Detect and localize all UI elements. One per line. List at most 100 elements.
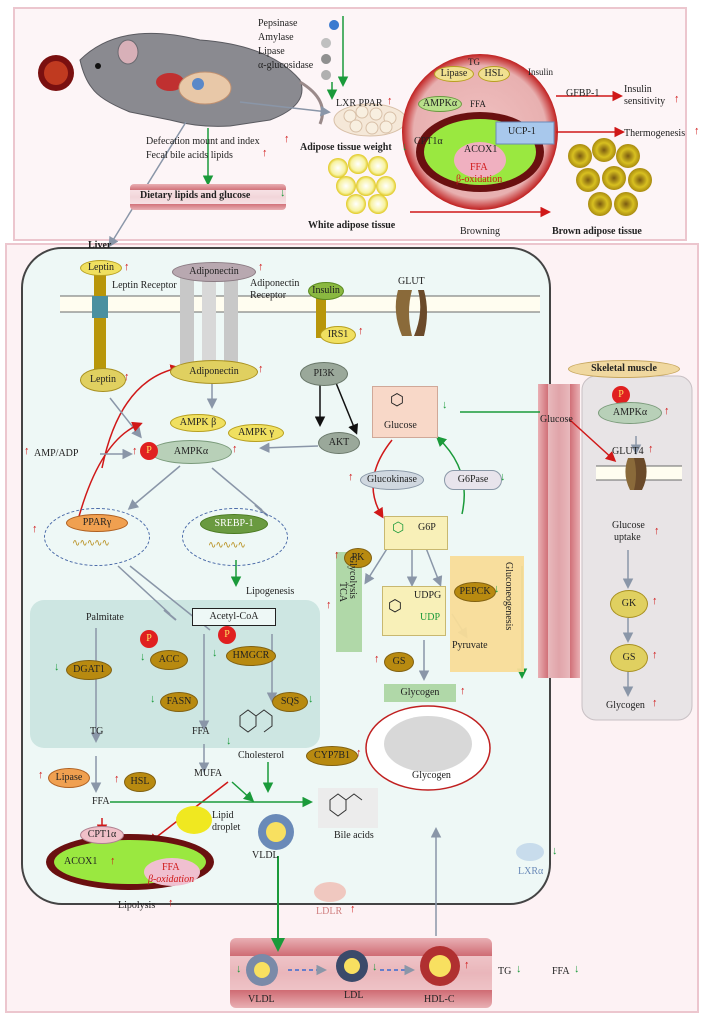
tg-down-arrow: ↓ — [516, 963, 522, 975]
pk-up-arrow: ↑ — [334, 549, 340, 561]
ppar: PPARγ — [66, 514, 128, 532]
hmgcr-phospho: P — [218, 626, 236, 644]
cholesterol: Cholesterol — [238, 750, 285, 761]
enzyme-icons — [321, 20, 340, 80]
tca-label: TCA — [337, 582, 348, 602]
bile-acids: Bile acids — [334, 830, 374, 841]
brown-adipose-cells — [568, 138, 652, 216]
dietary-label: Dietary lipids and glucose — [140, 190, 251, 201]
glycolysis-up-arrow: ↑ — [326, 599, 332, 611]
akt: AKT — [318, 432, 360, 454]
lxr-ppar-label: LXR PPAR — [336, 98, 383, 109]
glut4: GLUT4 — [612, 446, 644, 457]
top-lipase: Lipase — [434, 66, 474, 82]
liver-cpt: CPT1α — [80, 826, 124, 844]
blood-hdl: HDL-C — [424, 994, 455, 1005]
glucokinase-up-arrow: ↑ — [348, 471, 354, 483]
srebp-dashed-ellipse — [182, 508, 288, 566]
lipid-droplet-2: droplet — [212, 822, 241, 833]
muscle-gs-up-arrow: ↑ — [652, 649, 658, 661]
top-hsl: HSL — [478, 66, 510, 82]
udpg: UDPG — [414, 590, 442, 601]
vldl-down-arrow: ↓ — [236, 963, 242, 975]
ffa-down-arrow: ↓ — [226, 735, 232, 747]
leptin-in-up-arrow: ↑ — [124, 371, 130, 383]
top-acox: ACOX1 — [464, 144, 498, 155]
ppar-dashed-ellipse — [44, 508, 150, 566]
amp-adp: AMP/ADP — [34, 448, 79, 459]
lipid-droplet-1: Lipid — [212, 810, 234, 821]
pepck: PEPCK — [454, 582, 496, 602]
top-ffa: FFA — [470, 99, 486, 109]
ampk-beta: AMPK β — [170, 414, 226, 432]
muscle-glycogen-up-arrow: ↑ — [652, 697, 658, 709]
liver-beta-ox: β-oxidation — [148, 874, 195, 885]
enzyme-amylase: Amylase — [258, 32, 294, 43]
udpg-box — [382, 586, 446, 636]
lipolysis-up-arrow: ↑ — [168, 897, 174, 909]
pk: PK — [344, 548, 372, 568]
glucokinase: Glucokinase — [360, 470, 424, 490]
leptin-inside: Leptin — [80, 368, 126, 392]
amp-up-arrow: ↑ — [24, 445, 30, 457]
hmgcr-down-arrow: ↓ — [212, 647, 218, 659]
insulin-sens-label: Insulin — [624, 84, 652, 95]
white-adipose-cells — [328, 154, 396, 214]
udp: UDP — [420, 612, 441, 623]
gluconeo-label: Gluconeogenesis — [503, 562, 514, 631]
muscle-ampk-up-arrow: ↑ — [664, 405, 670, 417]
adipose-down-arrow: ↓ — [402, 141, 408, 153]
uptake-up-arrow: ↑ — [654, 525, 660, 537]
adiponectin-inside: Adiponectin — [170, 360, 258, 384]
glycogen-up-arrow: ↑ — [460, 685, 466, 697]
muscle-gs: GS — [610, 644, 648, 672]
cyp7b1: CYP7B1 — [306, 746, 358, 766]
irs1-up-arrow: ↑ — [358, 325, 364, 337]
enzyme-alpha-glucosidase: α-glucosidase — [258, 60, 314, 71]
top-cpt: CPT1α — [414, 136, 443, 147]
hmgcr: HMGCR — [226, 646, 276, 666]
top-tg: TG — [468, 57, 480, 67]
ampk-up-arrow: ↑ — [232, 443, 238, 455]
liver-irs1: IRS1 — [320, 326, 356, 344]
thermo-up-arrow: ↑ — [694, 125, 700, 137]
adiponectin-up-arrow: ↑ — [258, 261, 264, 273]
udpg-structure-icon: ⬡ — [388, 598, 402, 615]
hsl-up-arrow: ↑ — [114, 773, 120, 785]
adipose-blob — [333, 103, 407, 137]
fasn: FASN — [160, 692, 198, 712]
dietary-down-arrow: ↓ — [280, 187, 286, 199]
glut-label: GLUT — [398, 276, 425, 287]
ppar-dna-icon: ∿∿∿∿∿ — [72, 538, 110, 549]
glucose-box — [372, 386, 438, 438]
fasn-down-arrow: ↓ — [150, 693, 156, 705]
browning-label: Browning — [460, 226, 500, 237]
defecation-label: Defecation mount and index — [146, 136, 260, 147]
sensitivity-label: sensitivity — [624, 96, 666, 107]
top-ffa-beta: FFA — [470, 162, 488, 173]
uptake-1: Glucose — [612, 520, 645, 531]
ampk-alpha: AMPKα — [150, 440, 232, 464]
liver-leptin: Leptin — [80, 260, 122, 276]
ldlr-up-arrow: ↑ — [350, 903, 356, 915]
enzyme-lipase: Lipase — [258, 46, 285, 57]
liver-ffa-2: FFA — [92, 796, 110, 807]
top-ampk: AMPKα — [418, 96, 462, 112]
glut4-up-arrow: ↑ — [648, 443, 654, 455]
mufa: MUFA — [194, 768, 223, 779]
g6pase-down-arrow: ↓ — [500, 471, 506, 483]
blood-vldl: VLDL — [248, 994, 275, 1005]
top-gfbp: GFBP-1 — [566, 88, 600, 99]
defecation-up-arrow: ↑ — [284, 133, 290, 145]
pepck-down-arrow: ↓ — [494, 583, 500, 595]
ampk-phospho: P — [140, 442, 158, 460]
liver-lipase: Lipase — [48, 768, 90, 788]
g6p: G6P — [418, 522, 436, 533]
fecal-label: Fecal bile acids lipids — [146, 150, 233, 161]
amp-up-arrow-2: ↑ — [132, 445, 138, 457]
muscle-gk: GK — [610, 590, 648, 618]
top-beta-ox: β-oxidation — [456, 174, 503, 185]
ampk-gamma: AMPK γ — [228, 424, 284, 442]
lxr-alpha: LXRα — [518, 866, 544, 877]
g6pase: G6Pase — [444, 470, 502, 490]
